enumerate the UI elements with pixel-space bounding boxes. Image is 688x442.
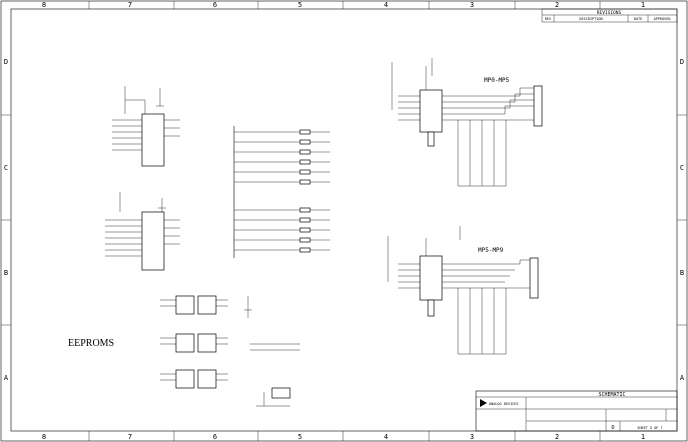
resistor-bus: [233, 126, 330, 258]
mp0-mp5-circuit: [391, 58, 543, 187]
revisions-header-date: DATE: [634, 17, 642, 21]
row-label-right: C: [680, 164, 684, 172]
col-label-top: 1: [641, 1, 645, 9]
group-label-mp0-mp5: MP0-MP5: [484, 77, 510, 84]
row-label-left: A: [4, 374, 9, 382]
col-label-bottom: 3: [470, 433, 474, 441]
col-label-bottom: 7: [128, 433, 132, 441]
col-label-top: 7: [128, 1, 132, 9]
col-label-top: 5: [298, 1, 302, 9]
revisions-title: REVISIONS: [597, 10, 622, 16]
col-label-bottom: 1: [641, 433, 645, 441]
circuit-top-left: [112, 86, 180, 167]
revisions-header-approved: APPROVED: [654, 17, 671, 21]
row-label-left: C: [4, 164, 8, 172]
row-label-right: D: [680, 58, 684, 66]
col-label-top: 2: [555, 1, 559, 9]
col-label-bottom: 5: [298, 433, 302, 441]
analog-devices-logo-icon: [480, 399, 487, 407]
row-label-right: B: [680, 269, 684, 277]
revisions-header-rev: REV: [545, 17, 552, 21]
circuit-mid-left: [105, 192, 180, 271]
revisions-table: REVISIONS REV DESCRIPTION DATE APPROVED: [541, 8, 678, 23]
col-label-top: 8: [42, 1, 46, 9]
sheet-number: SHEET 5 OF 7: [637, 426, 662, 430]
eeproms-label: EEPROMS: [68, 338, 114, 349]
row-label-left: B: [4, 269, 8, 277]
revisions-header-description: DESCRIPTION: [579, 17, 602, 21]
title-block: ANALOG DEVICES SCHEMATIC D SHEET 5 OF 7: [475, 390, 678, 432]
group-label-mp5-mp9: MP5-MP9: [478, 247, 504, 254]
col-label-bottom: 4: [384, 433, 388, 441]
row-label-right: A: [680, 374, 685, 382]
col-label-top: 6: [213, 1, 217, 9]
company-name: ANALOG DEVICES: [489, 402, 519, 406]
mp5-mp9-circuit: [387, 226, 539, 355]
col-label-top: 4: [384, 1, 388, 9]
col-label-top: 3: [470, 1, 474, 9]
schematic-label: SCHEMATIC: [598, 392, 625, 398]
row-label-left: D: [4, 58, 8, 66]
col-label-bottom: 8: [42, 433, 46, 441]
eeprom-circuit: [160, 295, 300, 407]
col-label-bottom: 2: [555, 433, 559, 441]
col-label-bottom: 6: [213, 433, 217, 441]
drawing-size: D: [611, 425, 614, 431]
